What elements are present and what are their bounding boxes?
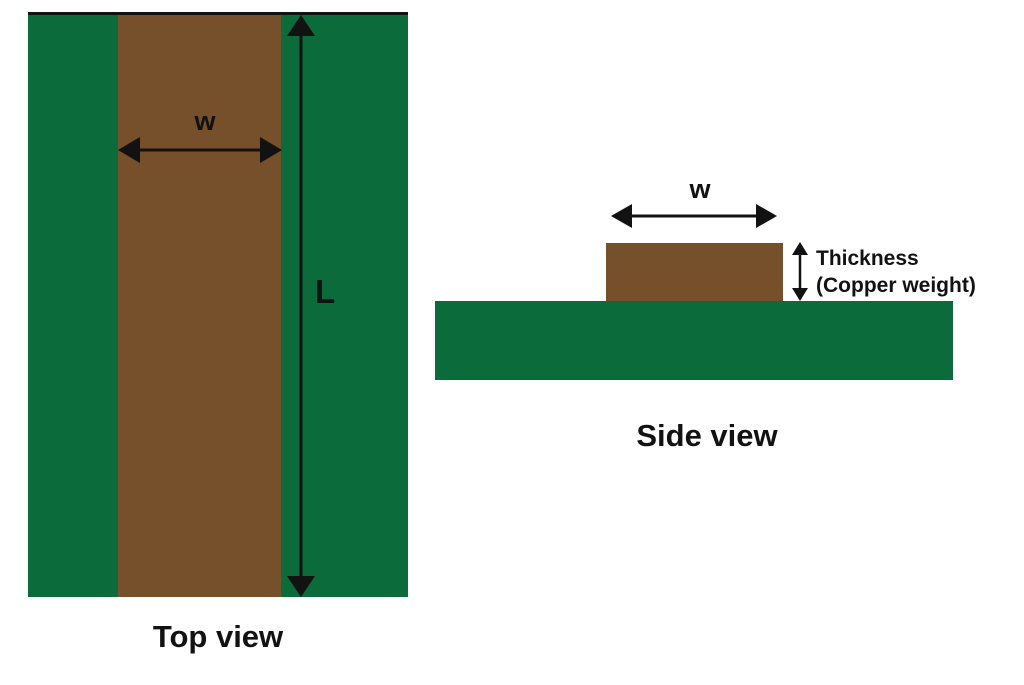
top-view-length-arrow: [287, 15, 315, 597]
top-view-length-label: L: [315, 273, 336, 310]
top-view-copper-trace: [118, 13, 281, 597]
thickness-label-line1: Thickness: [816, 247, 919, 270]
side-view-thickness-label: Thickness (Copper weight): [816, 245, 976, 299]
side-view-thickness-arrow: [792, 242, 808, 301]
side-view-caption: Side view: [636, 418, 778, 453]
top-view-board-top-edge-line: [28, 12, 408, 15]
side-view-board: [435, 301, 953, 380]
thickness-label-line2: (Copper weight): [816, 274, 976, 297]
top-view-width-label: w: [194, 106, 216, 136]
top-view-caption: Top view: [152, 619, 284, 654]
side-view-width-arrow: [611, 204, 777, 228]
top-view-width-arrow: [118, 137, 282, 163]
side-view-width-label: w: [689, 174, 711, 204]
side-view-copper-trace: [606, 243, 783, 301]
